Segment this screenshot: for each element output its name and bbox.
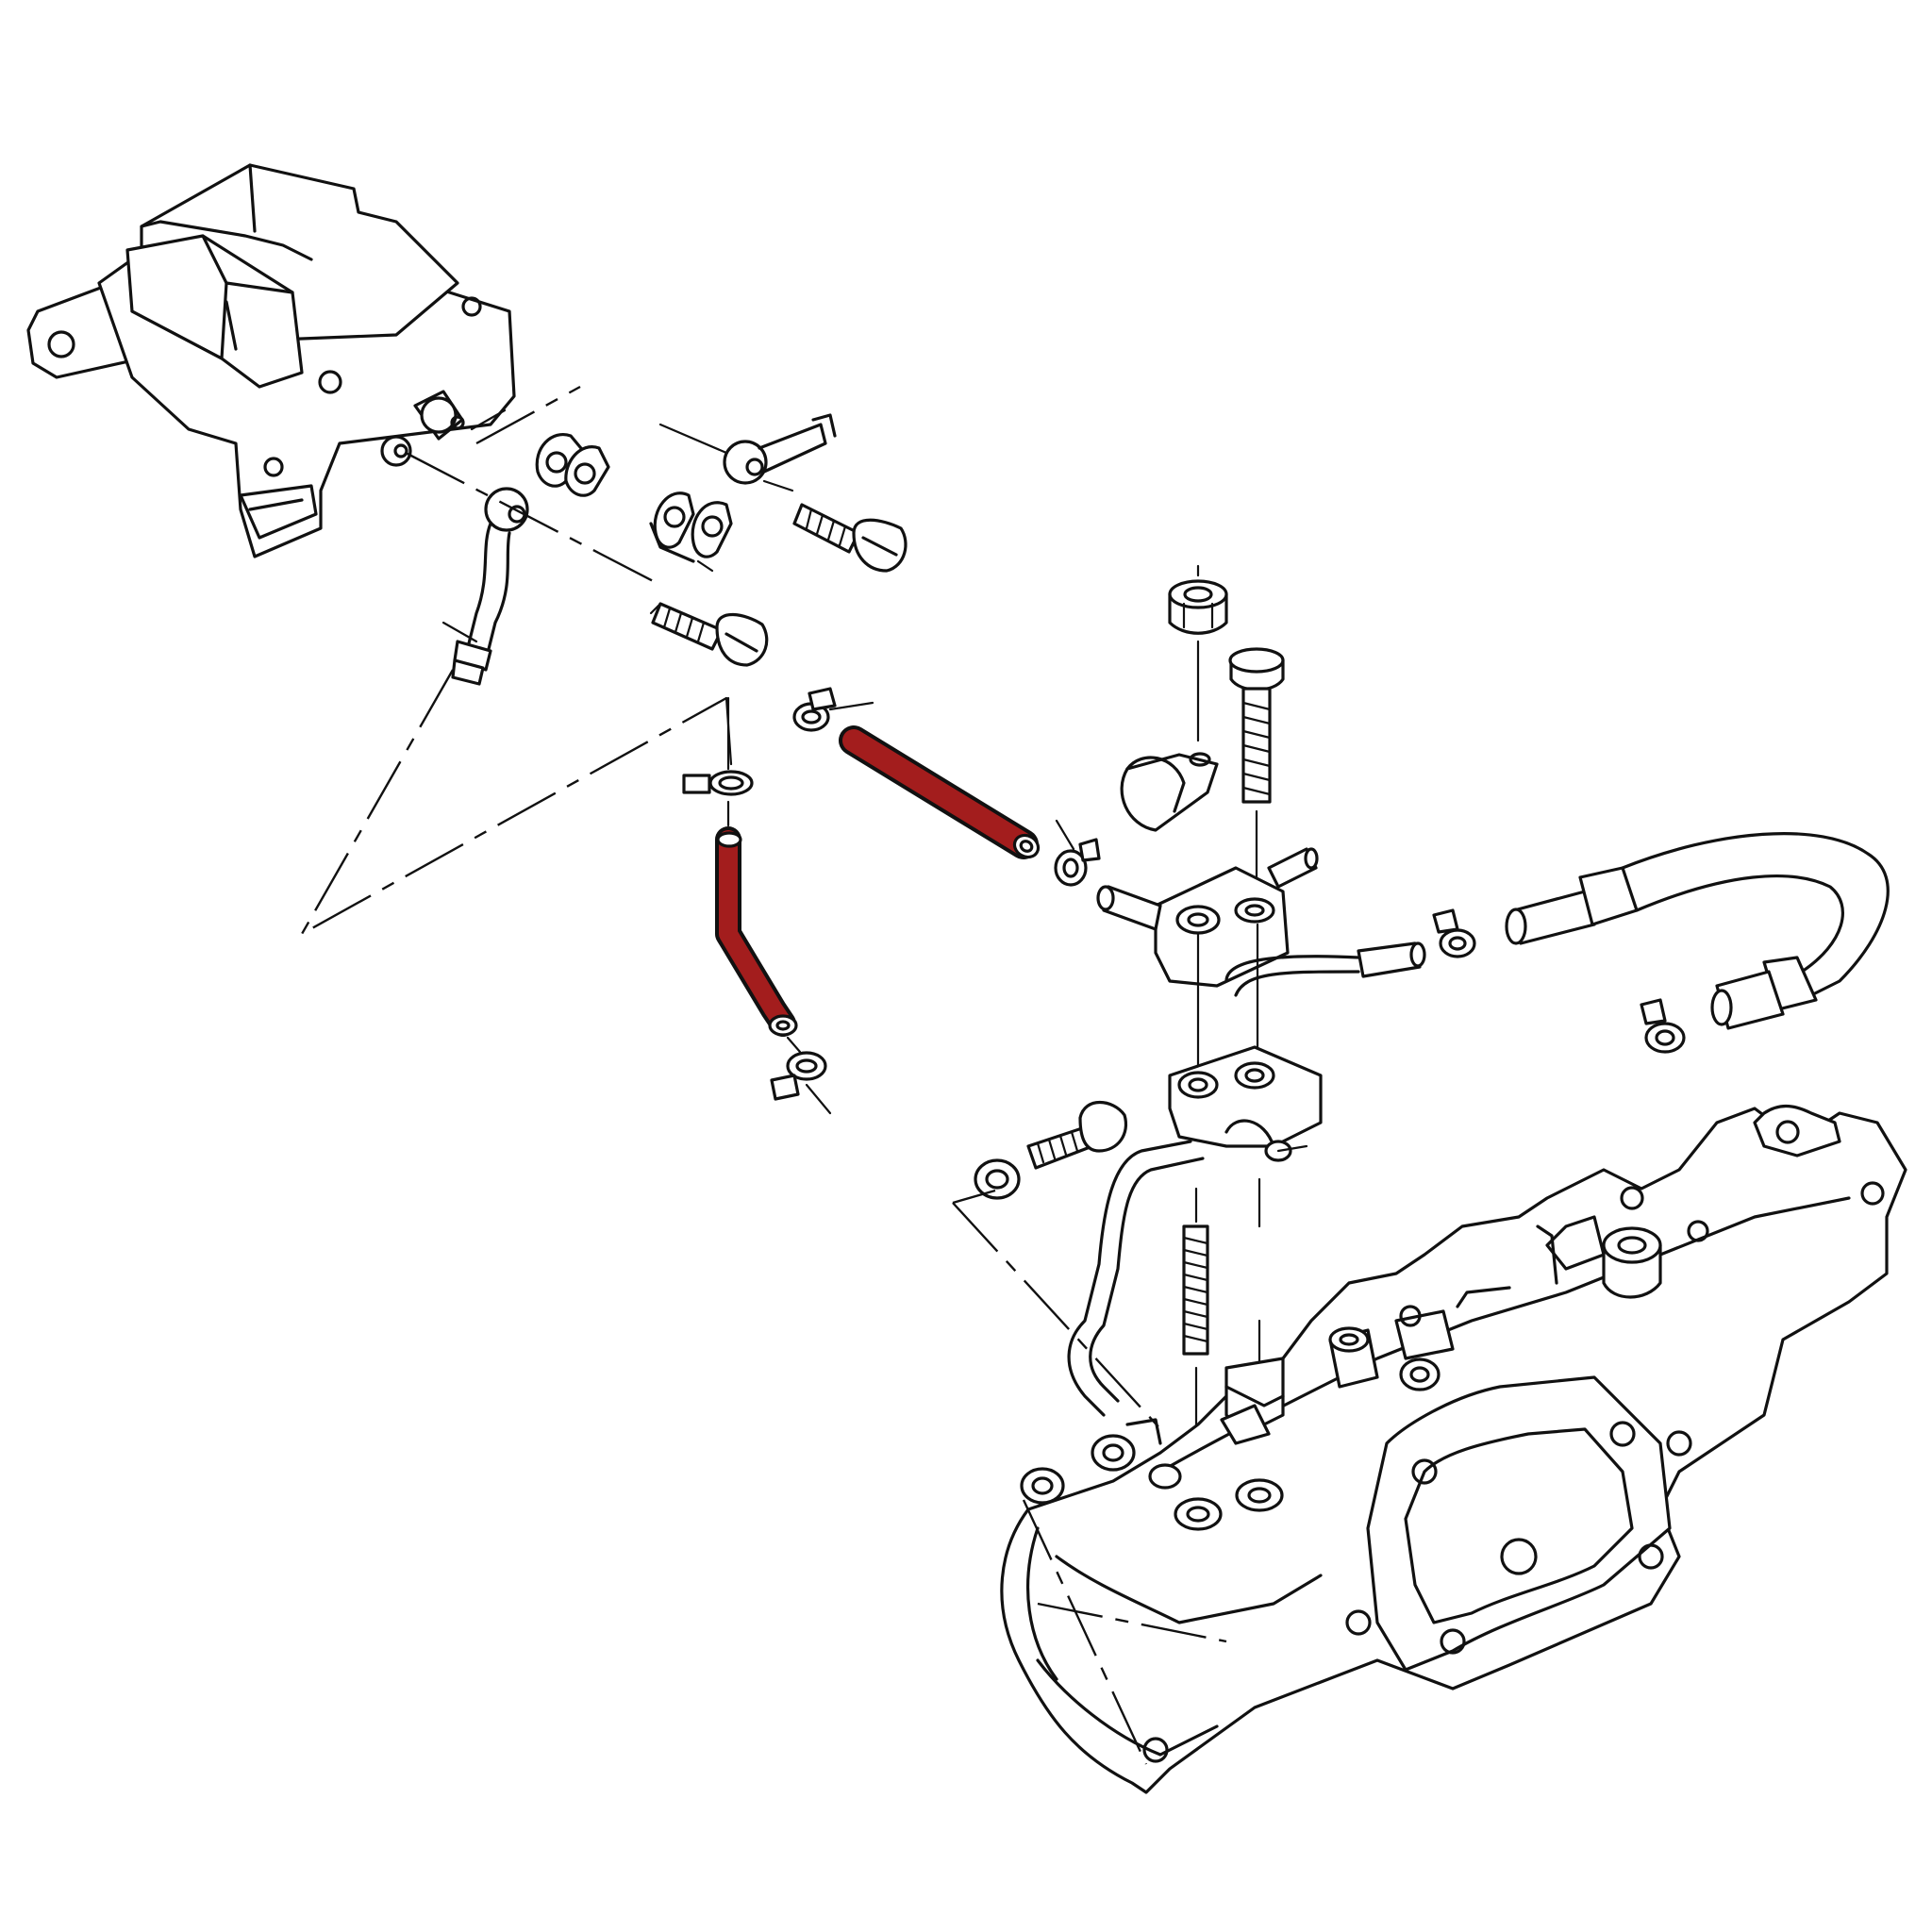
eyelet-washers: [535, 433, 733, 573]
hose-clamp-long-left: [792, 687, 874, 732]
tee-fitting-lower: [1067, 1045, 1323, 1417]
intake-manifold: [1000, 1104, 1907, 1794]
hose-clamp-long-right: [1054, 819, 1101, 887]
metal-pipe-left: [405, 451, 661, 686]
banjo-fitting: [658, 413, 837, 492]
vacuum-hose-short[interactable]: [715, 826, 798, 1037]
leader-lines-left: [298, 669, 733, 938]
tee-fitting-upper: [1096, 847, 1426, 1077]
u-bend-hose: [1432, 832, 1890, 1030]
hose-clamp-short-bottom: [770, 1036, 832, 1115]
union-bolt-lower: [952, 1101, 1166, 1435]
flange-nut: [1168, 564, 1228, 742]
hose-clamp-short-top: [682, 696, 754, 827]
hose-clamp-u-bend: [1640, 998, 1686, 1054]
bolt-middle: [649, 602, 769, 667]
vacuum-hose-long[interactable]: [839, 725, 1042, 861]
bolt-upper: [792, 503, 908, 573]
p-clip: [1120, 752, 1219, 832]
control-module: [26, 163, 581, 558]
mounting-bolt-long: [1228, 647, 1285, 893]
